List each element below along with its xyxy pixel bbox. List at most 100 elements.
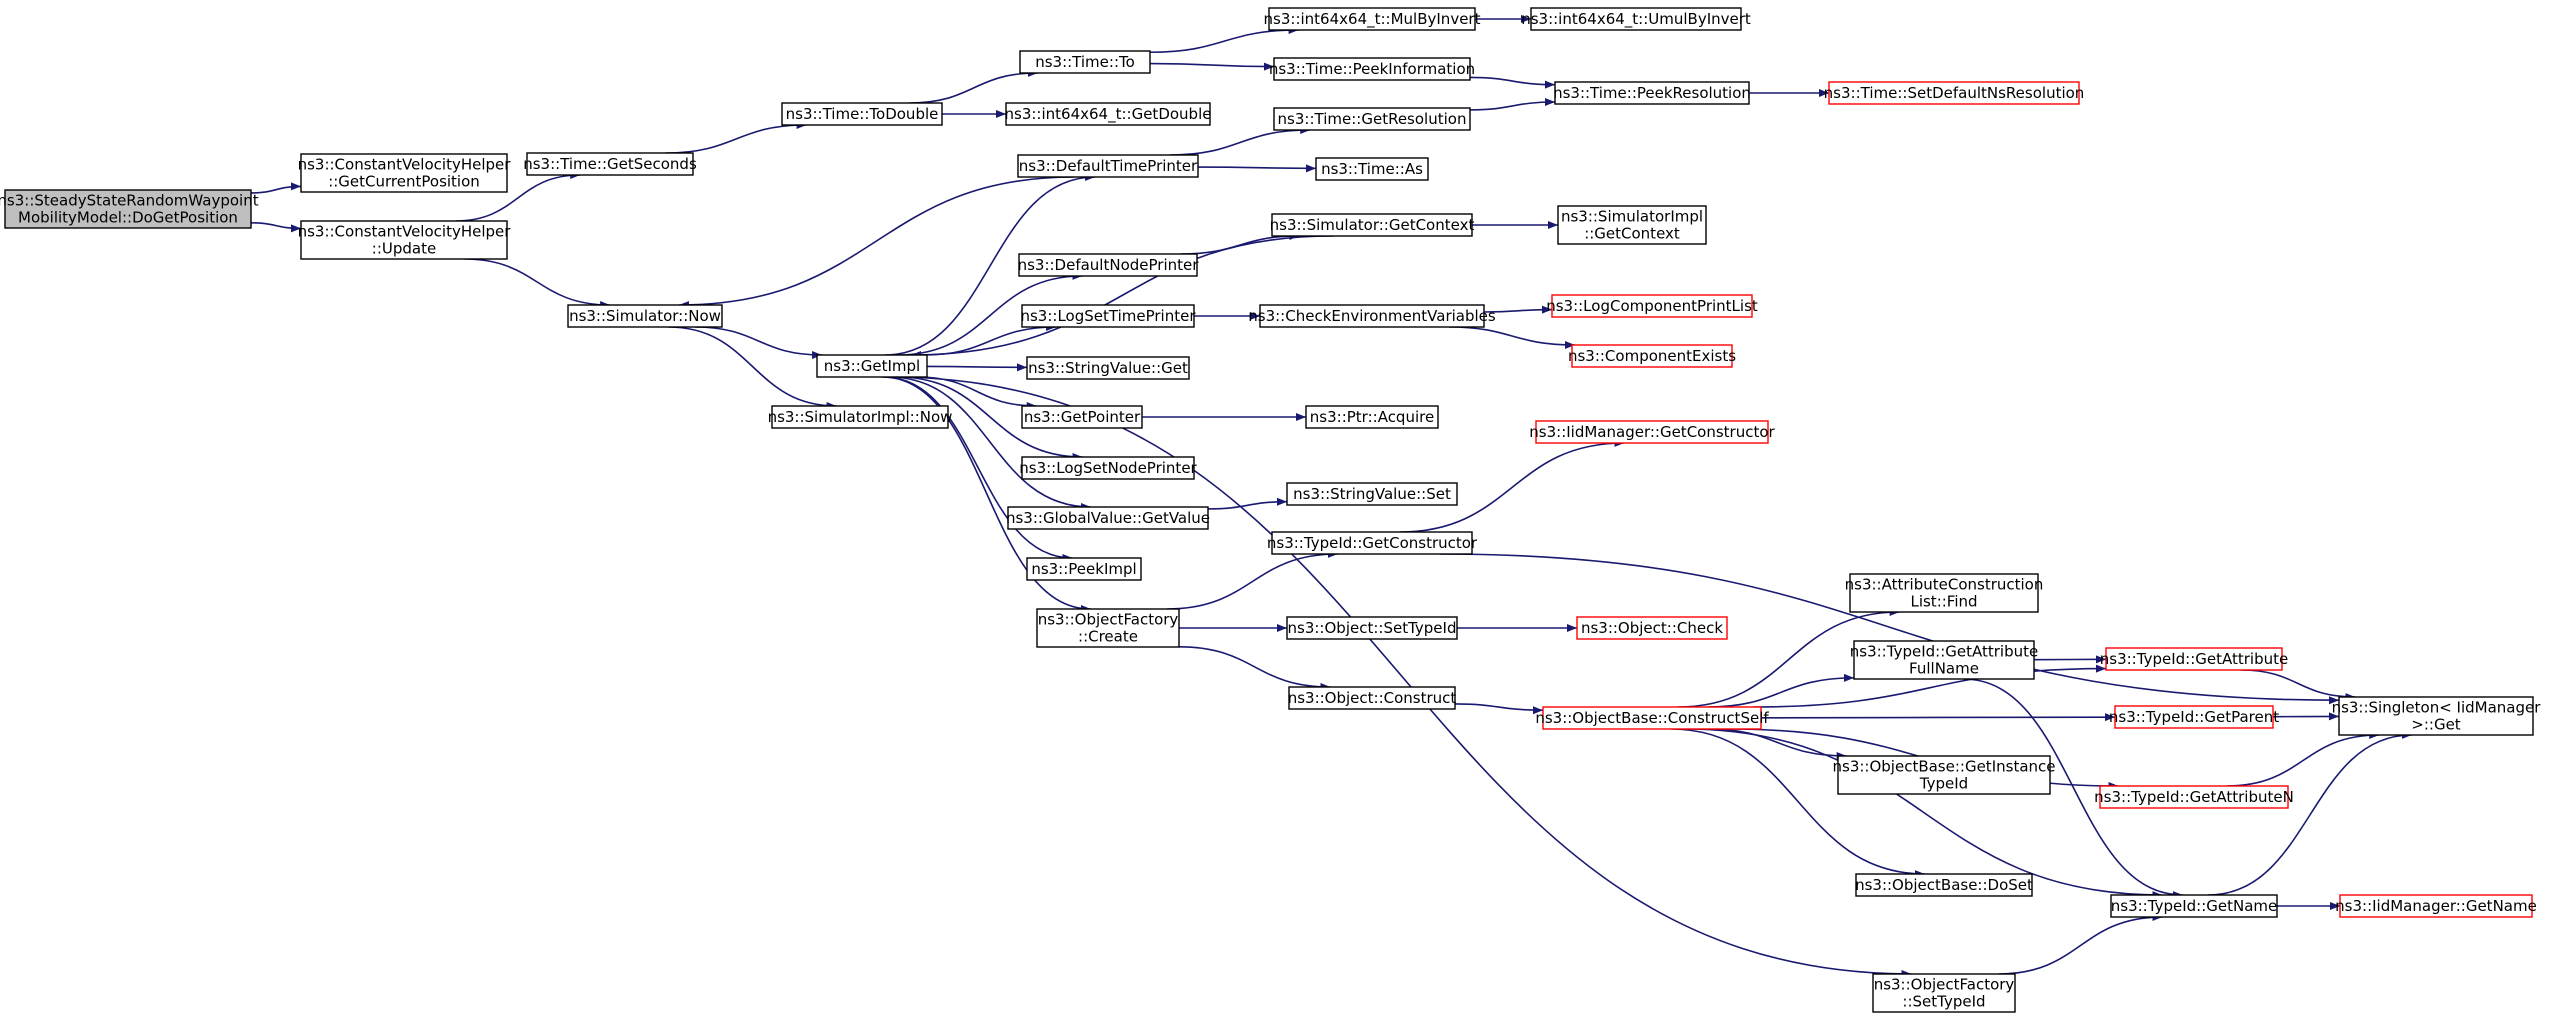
node-time-getseconds[interactable]: ns3::Time::GetSeconds <box>523 152 697 176</box>
node-objectbase-constructself[interactable]: ns3::ObjectBase::ConstructSelf <box>1535 706 1769 730</box>
node-object-settypeid[interactable]: ns3::Object::SetTypeId <box>1286 616 1458 640</box>
edge-cvh-update-to-time-getseconds <box>455 171 581 222</box>
node-label: ns3::IidManager::GetName <box>2335 897 2537 915</box>
node-simimpl-now[interactable]: ns3::SimulatorImpl::Now <box>768 405 953 429</box>
node-objfactory-create[interactable]: ns3::ObjectFactory::Create <box>1036 608 1180 648</box>
node-box <box>1017 154 1199 178</box>
node-log-set-node-printer[interactable]: ns3::LogSetNodePrinter <box>1019 456 1198 480</box>
node-box <box>1286 616 1458 640</box>
node-objfactory-settypeid[interactable]: ns3::ObjectFactory::SetTypeId <box>1872 973 2016 1013</box>
node-iidmanager-getname[interactable]: ns3::IidManager::GetName <box>2335 894 2537 918</box>
node-label: ns3::ConstantVelocityHelper <box>298 156 512 174</box>
node-label: ns3::Object::Construct <box>1288 689 1457 707</box>
node-log-component-print-list[interactable]: ns3::LogComponentPrintList <box>1546 294 1758 318</box>
node-label: ns3::ObjectBase::DoSet <box>1855 876 2033 894</box>
node-globalvalue-getvalue[interactable]: ns3::GlobalValue::GetValue <box>1006 506 1210 530</box>
node-time-peekinfo[interactable]: ns3::Time::PeekInformation <box>1269 57 1475 81</box>
node-objectbase-doset[interactable]: ns3::ObjectBase::DoSet <box>1855 873 2033 897</box>
edge-typeid-getattributen-to-singleton-get <box>2226 731 2380 787</box>
node-label: ns3::Singleton< IidManager <box>2332 699 2542 717</box>
node-label: ns3::StringValue::Set <box>1293 485 1451 503</box>
node-stringvalue-get[interactable]: ns3::StringValue::Get <box>1026 356 1190 380</box>
node-typeid-getattribute[interactable]: ns3::TypeId::GetAttribute <box>2100 647 2288 671</box>
node-typeid-getname[interactable]: ns3::TypeId::GetName <box>2110 894 2278 918</box>
node-label: ns3::Time::SetDefaultNsResolution <box>1824 84 2085 102</box>
node-box <box>1542 706 1762 730</box>
node-typeid-getattributen[interactable]: ns3::TypeId::GetAttributeN <box>2094 785 2294 809</box>
node-box <box>300 220 508 260</box>
node-time-peekresolution[interactable]: ns3::Time::PeekResolution <box>1553 81 1751 105</box>
edge-time-todouble-to-time-to <box>909 69 1038 104</box>
node-time-todouble[interactable]: ns3::Time::ToDouble <box>781 102 943 126</box>
node-iidmanager-getconstructor[interactable]: ns3::IidManager::GetConstructor <box>1529 420 1776 444</box>
node-root[interactable]: ns3::SteadyStateRandomWaypointMobilityMo… <box>0 189 259 229</box>
node-label: List::Find <box>1910 593 1977 611</box>
node-object-construct[interactable]: ns3::Object::Construct <box>1288 686 1457 710</box>
node-peekimpl[interactable]: ns3::PeekImpl <box>1026 557 1142 581</box>
node-typeid-getparent[interactable]: ns3::TypeId::GetParent <box>2109 705 2279 729</box>
edge-sim-now-to-simimpl-now <box>668 326 837 410</box>
edge-cvh-update-to-sim-now <box>464 258 611 309</box>
edge-typeid-getattrfullname-to-typeid-getname <box>1963 678 2183 899</box>
node-box <box>526 152 694 176</box>
node-box <box>1021 405 1143 429</box>
node-int-mulbyinvert[interactable]: ns3::int64x64_t::MulByInvert <box>1264 7 1481 31</box>
edge-time-getseconds-to-time-todouble <box>665 121 807 154</box>
node-label: ns3::Time::GetSeconds <box>523 155 697 173</box>
node-object-check[interactable]: ns3::Object::Check <box>1576 616 1728 640</box>
edge-typeid-getattribute-to-singleton-get <box>2240 669 2356 701</box>
node-sim-getcontext[interactable]: ns3::Simulator::GetContext <box>1270 213 1475 237</box>
edge-objectbase-constructself-to-attr-construction-find <box>1677 608 1900 708</box>
node-check-env-vars[interactable]: ns3::CheckEnvironmentVariables <box>1248 304 1496 328</box>
node-label: ns3::int64x64_t::MulByInvert <box>1264 10 1481 29</box>
node-simimpl-getcontext[interactable]: ns3::SimulatorImpl::GetContext <box>1557 205 1707 245</box>
node-label: ns3::AttributeConstruction <box>1845 576 2044 594</box>
edge-default-time-printer-to-time-getresolution <box>1169 126 1311 156</box>
edge-time-getresolution-to-time-peekresolution <box>1469 98 1556 111</box>
edge-getimpl-to-globalvalue-getvalue <box>889 376 1091 511</box>
node-time-to[interactable]: ns3::Time::To <box>1019 50 1151 74</box>
node-sim-now[interactable]: ns3::Simulator::Now <box>567 304 723 328</box>
node-box <box>1019 50 1151 74</box>
node-ptr-acquire[interactable]: ns3::Ptr::Acquire <box>1305 405 1439 429</box>
node-cvh-getcur[interactable]: ns3::ConstantVelocityHelper::GetCurrentP… <box>298 153 512 193</box>
node-box <box>2338 696 2534 736</box>
node-getpointer[interactable]: ns3::GetPointer <box>1021 405 1143 429</box>
node-int-umulbyinvert[interactable]: ns3::int64x64_t::UmulByInvert <box>1521 7 1751 31</box>
node-typeid-getconstructor[interactable]: ns3::TypeId::GetConstructor <box>1267 531 1478 555</box>
node-default-time-printer[interactable]: ns3::DefaultTimePrinter <box>1017 154 1199 178</box>
node-label: ::Create <box>1078 628 1138 646</box>
edge-typeid-getconstructor-to-iidmanager-getconstructor <box>1399 439 1625 533</box>
node-getimpl[interactable]: ns3::GetImpl <box>816 354 928 378</box>
node-box <box>1268 7 1476 31</box>
node-default-node-printer[interactable]: ns3::DefaultNodePrinter <box>1018 253 1200 277</box>
edge-typeid-getconstructor-to-singleton-get <box>1439 553 2340 705</box>
node-log-set-time-printer[interactable]: ns3::LogSetTimePrinter <box>1020 304 1196 328</box>
node-box <box>1837 755 2051 795</box>
node-label: ns3::TypeId::GetName <box>2111 897 2277 915</box>
node-singleton-get[interactable]: ns3::Singleton< IidManager>::Get <box>2332 696 2542 736</box>
node-box <box>1288 686 1456 710</box>
node-time-as[interactable]: ns3::Time::As <box>1315 157 1429 181</box>
node-label: ns3::ObjectBase::ConstructSelf <box>1535 709 1769 727</box>
node-stringvalue-set[interactable]: ns3::StringValue::Set <box>1286 482 1458 506</box>
node-box <box>2105 647 2283 671</box>
node-label: MobilityModel::DoGetPosition <box>18 209 238 227</box>
node-int-getdouble[interactable]: ns3::int64x64_t::GetDouble <box>1005 102 1212 126</box>
node-label: ns3::ObjectFactory <box>1874 976 2015 994</box>
edge-objectbase-constructself-to-objectbase-getinstancetypeid <box>1708 728 1847 760</box>
node-time-setdefaultnsres[interactable]: ns3::Time::SetDefaultNsResolution <box>1824 81 2085 105</box>
node-box <box>1872 973 2016 1013</box>
node-box <box>300 153 508 193</box>
node-label: ns3::Ptr::Acquire <box>1310 408 1434 426</box>
node-component-exists[interactable]: ns3::ComponentExists <box>1568 344 1736 368</box>
node-time-getresolution[interactable]: ns3::Time::GetResolution <box>1273 107 1471 131</box>
edge-typeid-getname-to-singleton-get <box>2208 731 2412 896</box>
node-label: ns3::IidManager::GetConstructor <box>1529 423 1775 441</box>
node-box <box>1853 640 2035 680</box>
node-cvh-update[interactable]: ns3::ConstantVelocityHelper::Update <box>298 220 512 260</box>
edge-time-to-to-int-mulbyinvert <box>1149 26 1299 54</box>
